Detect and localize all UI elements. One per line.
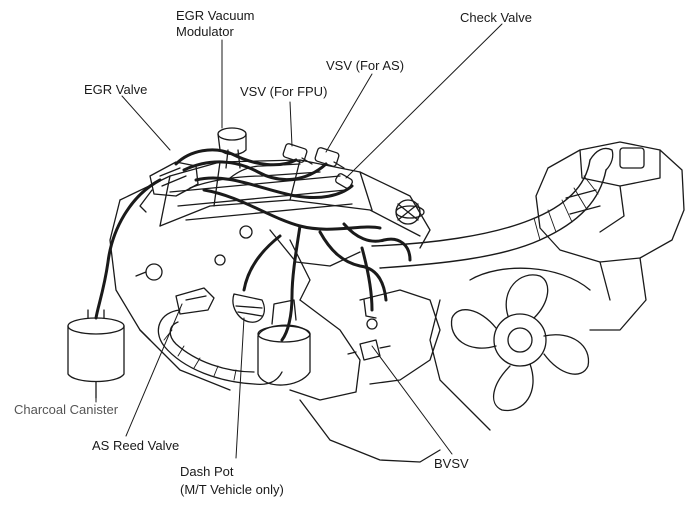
leader-as-reed-valve [125,303,183,437]
vacuum-hoses [94,148,412,342]
leader-lines [95,23,503,459]
vsv-as-part [314,147,345,169]
leader-check-valve [345,23,503,179]
upper-radiator-hose [371,147,614,269]
label-dash-pot-line2: (M/T Vehicle only) [180,482,284,497]
label-as-reed-valve: AS Reed Valve [92,438,180,453]
leader-vsv-fpu [289,101,293,147]
leader-egr-valve [121,95,171,151]
label-vsv-as: VSV (For AS) [326,58,405,73]
label-check-valve: Check Valve [460,10,533,25]
label-egr-valve: EGR Valve [84,82,148,97]
leader-vsv-as [325,73,373,153]
dash-pot-part [232,293,311,386]
as-corrugated-hose [157,309,283,386]
leader-bvsv [371,345,453,455]
charcoal-canister-part [67,309,125,399]
engine-block [109,159,441,463]
vsv-fpu-part [282,143,313,165]
leader-dash-pot [235,317,245,459]
label-bvsv: BVSV [434,456,469,471]
label-egr-vacuum-modulator-line1: EGR Vacuum [176,8,255,23]
label-dash-pot-line1: Dash Pot [180,464,234,479]
oil-filler-cap [395,205,425,219]
label-egr-vacuum-modulator-line2: Modulator [176,24,234,39]
cooling-fan [429,267,591,431]
bvsv-part [347,299,391,361]
label-charcoal-canister: Charcoal Canister [14,402,119,417]
as-reed-valve-part [135,263,215,315]
transmission-body [535,141,685,331]
label-vsv-fpu: VSV (For FPU) [240,84,328,99]
